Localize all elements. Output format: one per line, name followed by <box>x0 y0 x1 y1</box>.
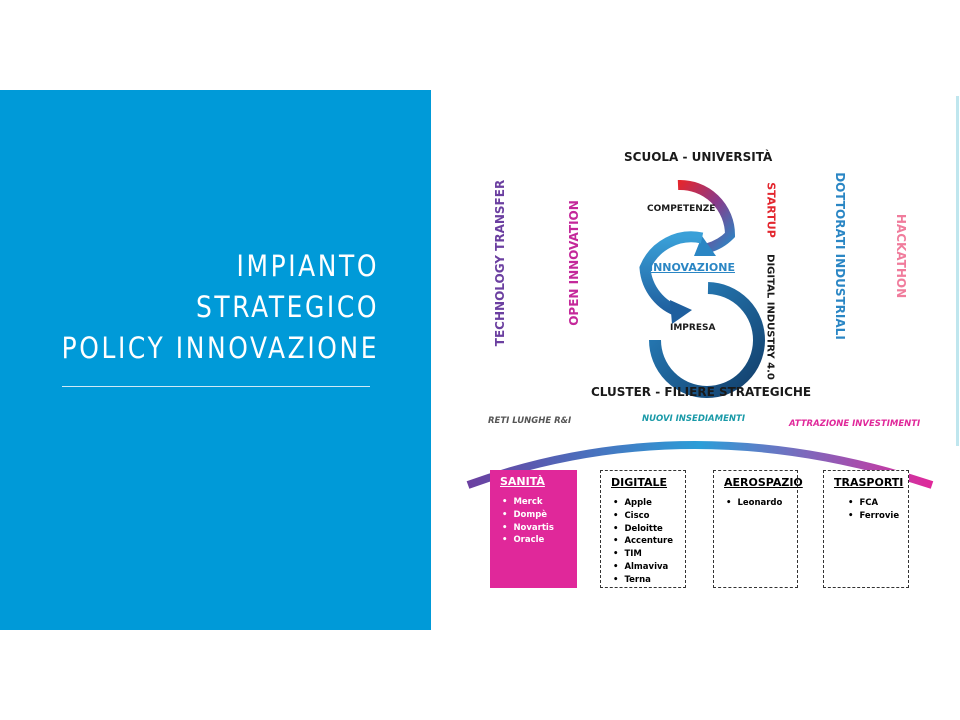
sector-item: Terna <box>613 574 685 587</box>
open-innovation-label: OPEN INNOVATION <box>567 200 581 326</box>
sector-item: FCA <box>848 497 908 510</box>
sector-item: Ferrovie <box>848 510 908 523</box>
dottorati-label: DOTTORATI INDUSTRIALI <box>833 172 847 340</box>
sector-item: Accenture <box>613 535 685 548</box>
sector-item: Cisco <box>613 510 685 523</box>
title-line-2: STRATEGICO <box>195 290 379 324</box>
attrazione-label: ATTRAZIONE INVESTIMENTI <box>789 419 921 429</box>
innovazione-label: INNOVAZIONE <box>649 261 735 274</box>
sector-title: TRASPORTI <box>834 476 904 489</box>
nuovi-label: NUOVI INSEDIAMENTI <box>642 414 745 424</box>
competenze-arrow <box>677 179 736 253</box>
sector-box-trasporti: TRASPORTI FCA Ferrovie <box>823 470 909 588</box>
edge-accent <box>956 96 959 446</box>
sector-item: Apple <box>613 497 685 510</box>
innovazione-arrowhead <box>670 300 692 324</box>
sector-item: Novartis <box>502 522 577 535</box>
title-divider <box>62 386 370 387</box>
sector-item: TIM <box>613 548 685 561</box>
sector-item: Leonardo <box>726 497 797 510</box>
bottom-label: CLUSTER - FILIERE STRATEGICHE <box>591 385 812 399</box>
competenze-arrowhead <box>694 236 716 256</box>
sector-item: Dompè <box>502 509 577 522</box>
sector-box-sanita: SANITÀ Merck Dompè Novartis Oracle <box>490 470 577 588</box>
startup-label: STARTUP <box>764 182 778 238</box>
sector-box-digitale: DIGITALE Apple Cisco Deloitte Accenture … <box>600 470 686 588</box>
innovazione-arrow <box>639 231 704 318</box>
title-line-1: IMPIANTO <box>236 249 379 283</box>
slide-title: IMPIANTO STRATEGICO POLICY INNOVAZIONE <box>62 246 379 369</box>
cycle-graphic <box>466 179 934 489</box>
sector-box-aerospazio: AEROSPAZIO Leonardo <box>713 470 803 588</box>
sector-item: Almaviva <box>613 561 685 574</box>
sector-title: SANITÀ <box>500 475 545 488</box>
reti-label: RETI LUNGHE R&I <box>488 416 572 426</box>
top-label: SCUOLA - UNIVERSITÀ <box>624 150 773 164</box>
sector-item: Deloitte <box>613 523 685 536</box>
hackathon-label: HACKATHON <box>894 213 908 299</box>
title-line-3: POLICY INNOVAZIONE <box>61 331 379 365</box>
sector-item: Oracle <box>502 534 577 547</box>
sector-title: AEROSPAZIO <box>724 476 803 489</box>
digital-industry-label: DIGITAL INDUSTRY 4.0 <box>764 254 776 380</box>
competenze-label: COMPETENZE <box>647 204 716 214</box>
investment-arc <box>466 441 934 489</box>
impresa-label: IMPRESA <box>670 323 716 333</box>
sector-title: DIGITALE <box>611 476 668 489</box>
impresa-ring <box>649 282 765 398</box>
technology-transfer-label: TECHNOLOGY TRANSFER <box>493 179 507 347</box>
sector-item: Merck <box>502 496 577 509</box>
title-panel: IMPIANTO STRATEGICO POLICY INNOVAZIONE <box>0 90 431 630</box>
innovation-diagram: SCUOLA - UNIVERSITÀ COMPETENZE INNOVAZIO… <box>440 140 950 600</box>
